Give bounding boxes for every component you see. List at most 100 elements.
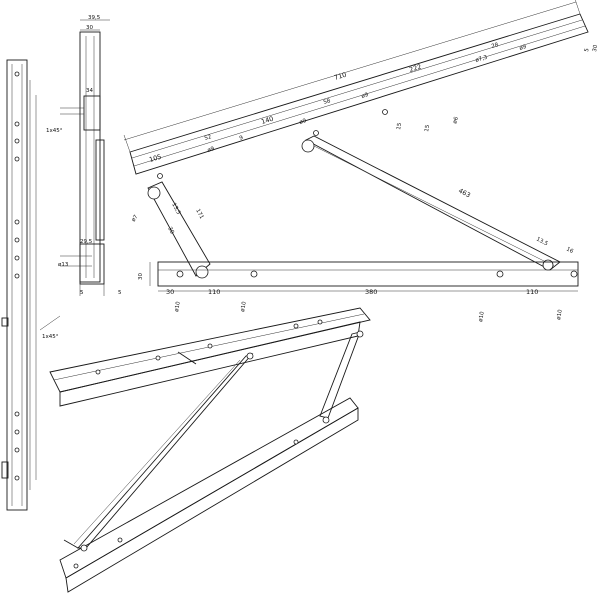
side-hole [14, 447, 20, 453]
strut-16-label: 16 [565, 246, 574, 255]
bottom-rail-outline [157, 261, 579, 287]
side-hole [14, 475, 20, 481]
top-rail-inner-line [131, 19, 583, 159]
bottom-380-label: 380 [365, 288, 377, 296]
bottom-rail-hole [570, 270, 578, 278]
iso-long-strut-edge [73, 359, 241, 545]
side-bracket [1, 317, 9, 327]
arm-171-label: 171 [194, 208, 204, 220]
side-hole [14, 121, 20, 127]
iso-hole [95, 369, 101, 375]
top-d9-mid-b-label: ø9 [299, 118, 308, 126]
iso-hole [207, 343, 213, 349]
side-hole [14, 273, 20, 279]
profile-bottom-width-label: 29,5 [80, 239, 93, 245]
chamfer-leader [39, 315, 61, 331]
bottom-rail-hole [496, 270, 504, 278]
top-58-label: 58 [323, 98, 332, 106]
side-hole [14, 429, 20, 435]
bottom-rail-hole [250, 270, 258, 278]
strut-463-label: 463 [457, 187, 472, 200]
top-52-label: 52 [204, 134, 212, 142]
top-d9-left-label: ø9 [207, 146, 216, 154]
iso-pivot [80, 544, 88, 552]
top-end-b-label: 30 [592, 44, 599, 52]
profile-bottom-block [79, 243, 105, 285]
arm-30-label: 30 [166, 226, 175, 235]
isometric-view [49, 307, 371, 593]
iso-bottom-rail [59, 397, 359, 579]
arm-13-5-label: 13,5 [170, 202, 181, 216]
profile-section-view: 39,5 30 34 1x45° 29,5 ø13 5 5 [46, 15, 122, 296]
profile-top-block [83, 95, 101, 131]
long-strut-pivot-top [301, 139, 315, 153]
top-rail-hole [382, 109, 388, 115]
bottom-30-label: 30 [166, 288, 174, 296]
top-15-b-label: 15 [424, 124, 431, 132]
bottom-d10-d-label: ø10 [556, 309, 564, 321]
side-hole [14, 255, 20, 261]
iso-pin [177, 351, 197, 365]
top-rail: 710 222 28 ø9 ø7,3 58 ø9 ø9 140 52 9 ø9 … [123, 0, 599, 179]
bottom-110-left-label: 110 [208, 288, 220, 296]
short-arm-pivot-top [147, 186, 161, 200]
iso-pivot [322, 416, 330, 424]
iso-hole [155, 355, 161, 361]
top-rail-hole [157, 173, 163, 179]
top-9-label: 9 [239, 135, 245, 142]
top-end-a-label: 5 [584, 47, 591, 52]
side-hole [14, 156, 20, 162]
iso-hole [317, 319, 323, 325]
side-hole [14, 411, 20, 417]
iso-short-arm [319, 331, 361, 419]
profile-outer [79, 31, 101, 283]
bottom-d10-a-label: ø10 [174, 301, 182, 313]
top-total-length-label: 710 [333, 71, 347, 82]
top-d6-label: ø6 [452, 116, 460, 125]
side-elevation-view: 1x45° [1, 59, 61, 511]
iso-top-rail [49, 307, 371, 393]
side-bracket [1, 461, 9, 479]
bottom-110-right-label: 110 [526, 288, 538, 296]
top-15-a-label: 15 [396, 122, 403, 130]
side-bar-outline [6, 59, 28, 511]
iso-pin [63, 539, 79, 549]
profile-chamfer-label: 1x45° [46, 128, 63, 134]
iso-bottom-rail-face [65, 407, 359, 593]
side-chamfer-label: 1x45° [42, 334, 59, 340]
bottom-height-label: 30 [138, 273, 144, 280]
short-arm-outline [147, 181, 211, 277]
top-222-label: 222 [408, 63, 422, 74]
top-105-label: 105 [148, 153, 162, 164]
iso-hole [73, 563, 79, 569]
iso-pivot [356, 330, 364, 338]
iso-hole [293, 323, 299, 329]
long-strut-pivot-bottom [542, 259, 554, 271]
bottom-rail: 30 30 110 380 110 ø10 ø10 ø10 ø10 [138, 261, 579, 323]
top-rail-dim-ext [575, 0, 581, 15]
short-arm-pivot-bottom [195, 265, 209, 279]
top-d9-mid-a-label: ø9 [361, 92, 370, 100]
top-d7-3-label: ø7,3 [475, 54, 489, 63]
profile-width-outer-label: 39,5 [88, 15, 101, 21]
profile-bottom-hole-label: ø13 [58, 262, 69, 268]
iso-hole [117, 537, 123, 543]
profile-offset-label: 34 [86, 88, 93, 94]
top-140-label: 140 [260, 115, 274, 126]
side-hole [14, 138, 20, 144]
side-hole [14, 219, 20, 225]
top-rail-inner-line [133, 25, 586, 167]
top-28-label: 28 [491, 42, 500, 50]
top-rail-dim-line [123, 1, 577, 141]
top-rail-dim-ext [123, 134, 131, 153]
strut-13-5-label: 13,5 [535, 236, 549, 247]
side-hole [14, 237, 20, 243]
bottom-rail-hole [176, 270, 184, 278]
profile-width-inner-label: 30 [86, 25, 93, 31]
bottom-d10-c-label: ø10 [478, 311, 486, 323]
top-rail-outline [129, 13, 589, 175]
bottom-d10-b-label: ø10 [240, 301, 248, 313]
iso-pivot [246, 352, 254, 360]
arm-d7-label: ø7 [131, 214, 140, 223]
